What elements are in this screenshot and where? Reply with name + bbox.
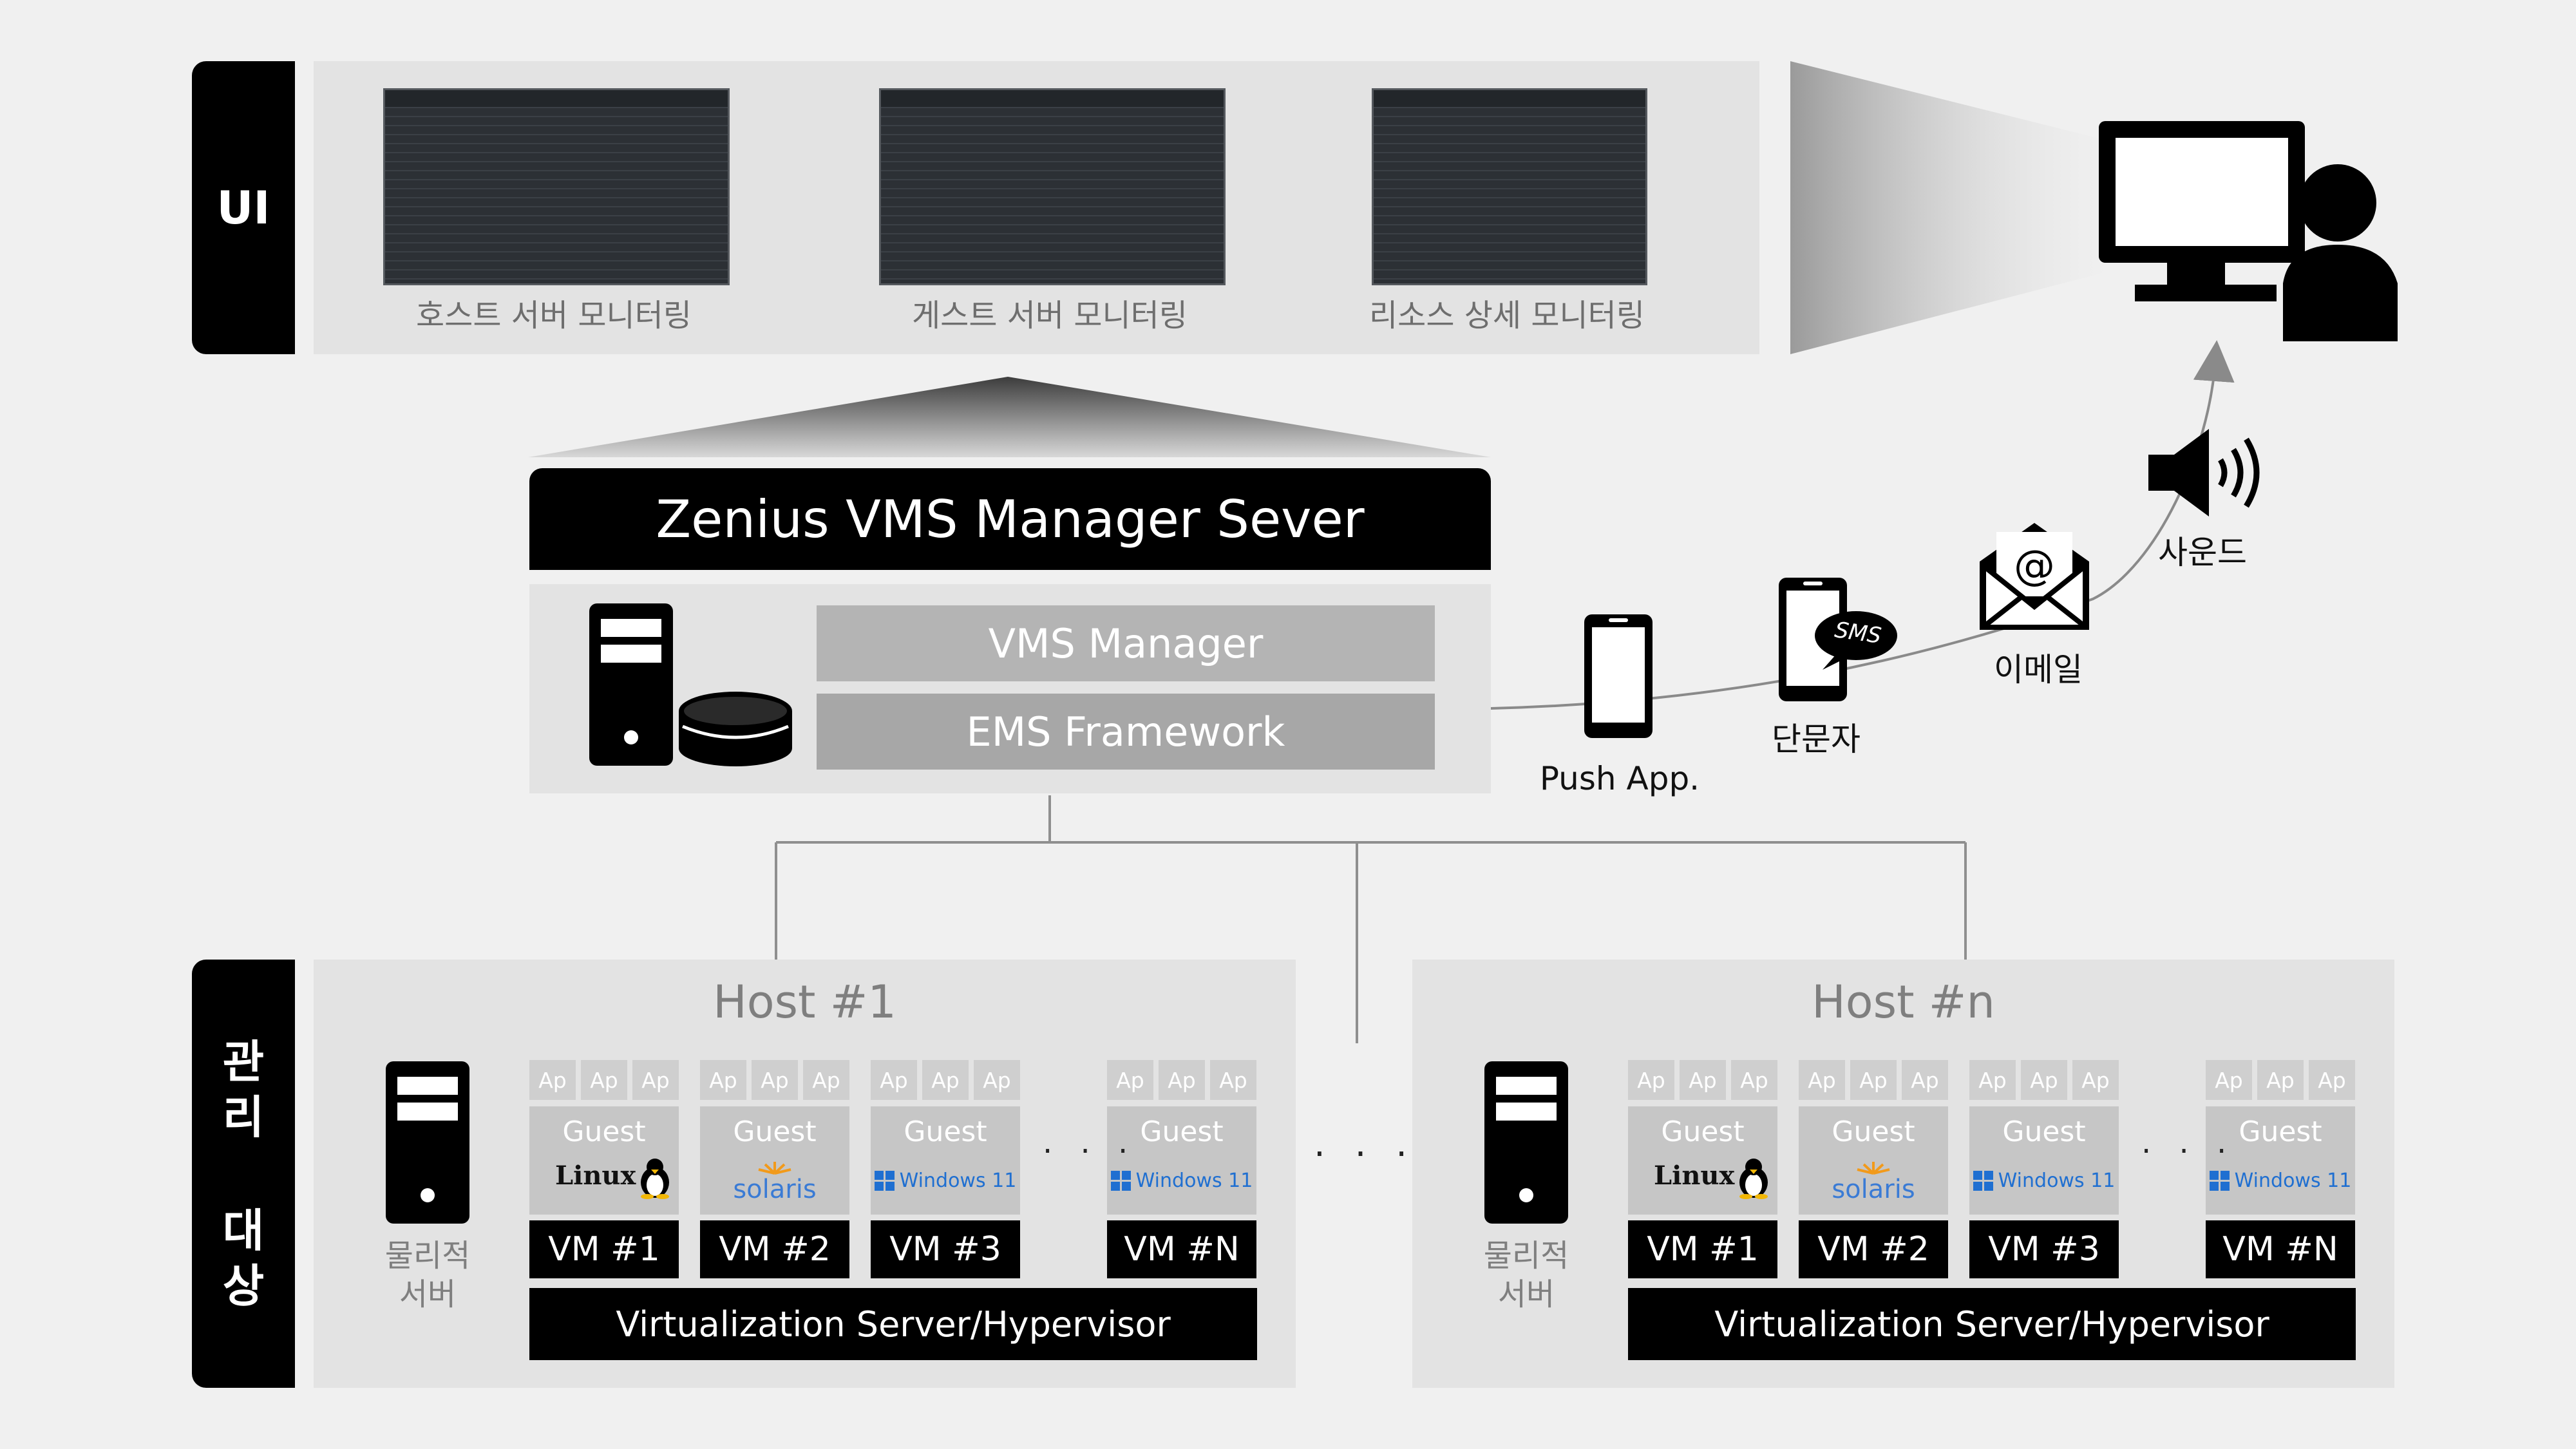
tux-penguin-icon [636, 1159, 672, 1199]
app-tile: Ap [529, 1060, 576, 1100]
vm-label: VM #2 [700, 1220, 849, 1278]
vm-label: VM #N [2206, 1220, 2355, 1278]
app-tile: Ap [974, 1060, 1020, 1100]
vm-label: VM #1 [1628, 1220, 1777, 1278]
app-tile: Ap [752, 1060, 798, 1100]
app-tile: Ap [1969, 1060, 2016, 1100]
app-tile: Ap [2206, 1060, 2252, 1100]
app-tile: Ap [1850, 1060, 1897, 1100]
app-tile: Ap [581, 1060, 627, 1100]
physical-server-label: 물리적 [384, 1238, 471, 1274]
ui-section-label: UI [192, 61, 295, 354]
solaris-logo-icon: solaris [700, 1160, 849, 1204]
sms-label: 단문자 [1772, 721, 1861, 758]
host-title: Host #1 [713, 976, 896, 1028]
guest-os-box: Guest solaris [1799, 1106, 1948, 1215]
smartphone-icon [1584, 614, 1653, 738]
svg-text:@: @ [2014, 542, 2055, 590]
guest-label: Guest [1832, 1115, 1915, 1148]
email-label: 이메일 [1994, 651, 2083, 688]
app-tile: Ap [1731, 1060, 1777, 1100]
app-tile: Ap [2309, 1060, 2355, 1100]
host-title: Host #n [1812, 976, 1995, 1028]
physical-server-icon [386, 1061, 469, 1224]
vm-label: VM #N [1107, 1220, 1256, 1278]
app-tile: Ap [1210, 1060, 1256, 1100]
linux-logo-icon: Linux [555, 1157, 672, 1199]
resource-monitoring-screenshot [1372, 88, 1647, 285]
vm-label: VM #1 [529, 1220, 679, 1278]
tree-connector [775, 795, 1967, 1043]
physical-server-label: 서버 [399, 1276, 457, 1312]
guest-os-box: Guest solaris [700, 1106, 849, 1215]
windows-logo-icon: Windows 11 [1969, 1170, 2119, 1192]
physical-server-label: 물리적 [1483, 1238, 1569, 1274]
vm-ellipsis: · · · [1043, 1133, 1137, 1170]
vms-manager-layer: VMS Manager [817, 605, 1435, 681]
linux-logo-icon: Linux [1654, 1157, 1770, 1199]
solaris-logo-icon: solaris [1799, 1160, 1948, 1204]
push-app-label: Push App. [1539, 760, 1700, 797]
vm-label: VM #2 [1799, 1220, 1948, 1278]
physical-server-label: 서버 [1497, 1276, 1555, 1312]
physical-server-icon [1484, 1061, 1568, 1224]
monitor-user-icon [2099, 121, 2398, 341]
windows-logo-icon: Windows 11 [2206, 1170, 2355, 1192]
vm-label: VM #3 [871, 1220, 1020, 1278]
vm-label: VM #3 [1969, 1220, 2119, 1278]
hypervisor-bar: Virtualization Server/Hypervisor [529, 1288, 1257, 1360]
projection-wedge [1790, 61, 2112, 354]
guest-label: Guest [733, 1115, 817, 1148]
guest-label: Guest [1661, 1115, 1745, 1148]
sms-phone-icon [1779, 578, 1897, 701]
guest-label: Guest [562, 1115, 646, 1148]
guest-monitoring-screenshot [879, 88, 1226, 285]
hosts-ellipsis: · · · [1314, 1133, 1417, 1175]
server-tower-icon [589, 603, 673, 766]
managed-section-label: 관 리 대 상 [192, 960, 295, 1388]
screen-caption-host: 호스트 서버 모니터링 [416, 298, 692, 334]
app-tile: Ap [1107, 1060, 1153, 1100]
windows-logo-icon: Windows 11 [871, 1170, 1020, 1192]
sound-label: 사운드 [2158, 534, 2247, 571]
guest-label: Guest [1140, 1115, 1224, 1148]
vm-ellipsis: · · · [2141, 1133, 2236, 1170]
app-tile: Ap [922, 1060, 969, 1100]
app-tile: Ap [1902, 1060, 1948, 1100]
app-tile: Ap [2072, 1060, 2119, 1100]
app-tile: Ap [1628, 1060, 1674, 1100]
app-tile: Ap [632, 1060, 679, 1100]
guest-label: Guest [2002, 1115, 2086, 1148]
app-tile: Ap [700, 1060, 746, 1100]
tux-penguin-icon [1734, 1159, 1770, 1199]
app-tile: Ap [1799, 1060, 1845, 1100]
manager-title-bar: Zenius VMS Manager Sever [529, 468, 1491, 570]
guest-label: Guest [2239, 1115, 2322, 1148]
guest-label: Guest [904, 1115, 987, 1148]
app-tile: Ap [803, 1060, 849, 1100]
app-tile: Ap [1159, 1060, 1205, 1100]
app-tile: Ap [2021, 1060, 2067, 1100]
app-tile: Ap [871, 1060, 917, 1100]
screen-caption-resource: 리소스 상세 모니터링 [1369, 298, 1645, 334]
speaker-icon [2148, 429, 2260, 516]
database-disk-icon [679, 692, 792, 766]
hypervisor-bar: Virtualization Server/Hypervisor [1628, 1288, 2356, 1360]
app-tile: Ap [1680, 1060, 1726, 1100]
manager-to-ui-triangle [528, 377, 1491, 457]
screen-caption-guest: 게스트 서버 모니터링 [912, 298, 1188, 334]
host-monitoring-screenshot [383, 88, 730, 285]
windows-logo-icon: Windows 11 [1107, 1170, 1256, 1192]
email-icon: @ [1980, 523, 2089, 630]
ems-framework-layer: EMS Framework [817, 694, 1435, 770]
app-tile: Ap [2257, 1060, 2304, 1100]
